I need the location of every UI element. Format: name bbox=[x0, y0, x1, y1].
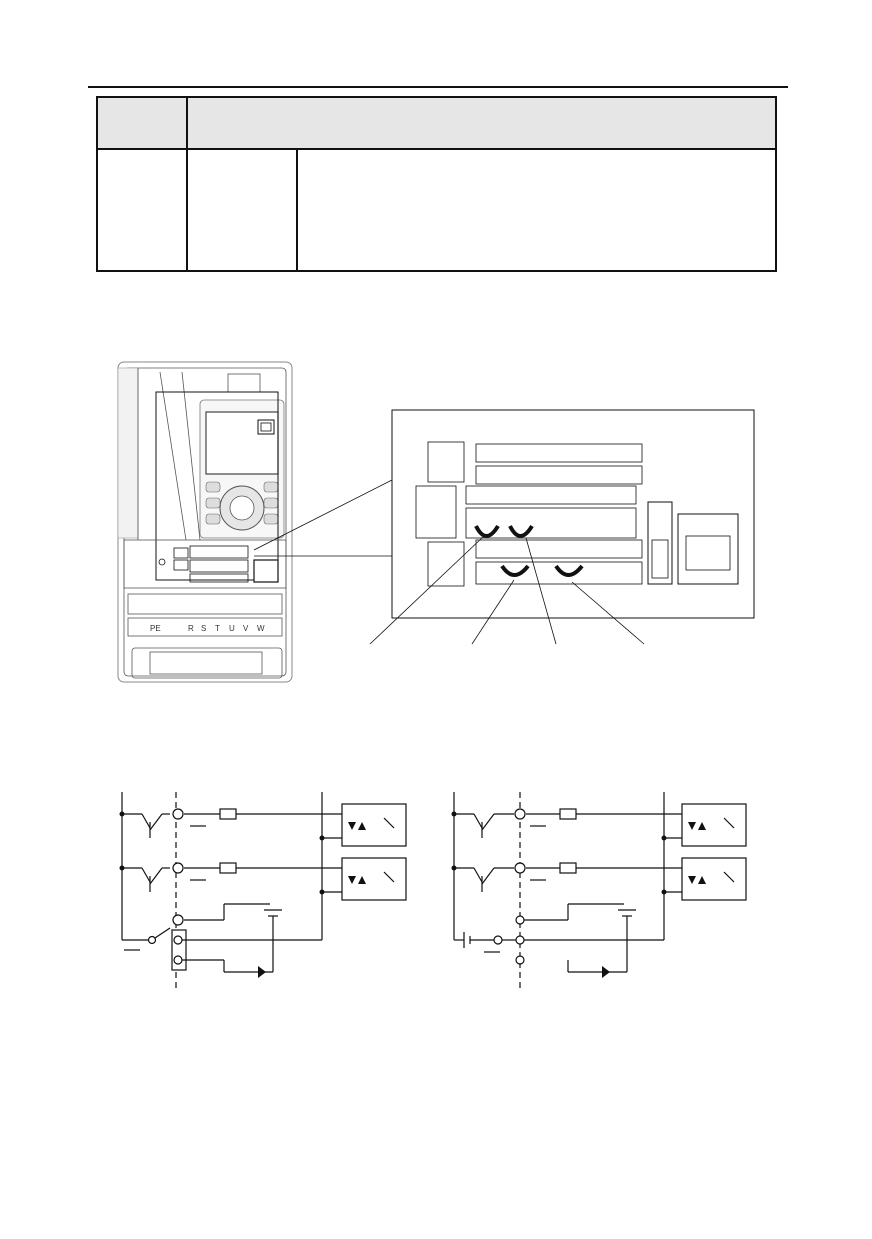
terminal-label: U bbox=[229, 624, 235, 633]
page-header-rule bbox=[88, 86, 788, 88]
drive-front-view bbox=[117, 361, 293, 683]
table-header-row bbox=[96, 96, 777, 150]
terminal-label: S bbox=[201, 624, 206, 633]
terminal-label: R bbox=[188, 624, 194, 633]
drive-power-terminal-labels: PE R S T U V W bbox=[150, 624, 265, 633]
circuit-left bbox=[119, 792, 407, 990]
zoom-lines bbox=[253, 479, 393, 557]
terminal-label: V bbox=[243, 624, 249, 633]
table-row bbox=[96, 148, 777, 272]
terminal-label: PE bbox=[150, 624, 161, 633]
spec-table bbox=[96, 96, 777, 272]
table-cell bbox=[296, 148, 777, 272]
table-header-cell bbox=[186, 96, 777, 150]
terminal-label: W bbox=[257, 624, 265, 633]
table-header-cell bbox=[96, 96, 188, 150]
table-cell bbox=[186, 148, 298, 272]
terminal-label: T bbox=[215, 624, 220, 633]
table-cell bbox=[96, 148, 188, 272]
circuit-right bbox=[451, 792, 747, 990]
terminal-detail bbox=[369, 409, 755, 645]
